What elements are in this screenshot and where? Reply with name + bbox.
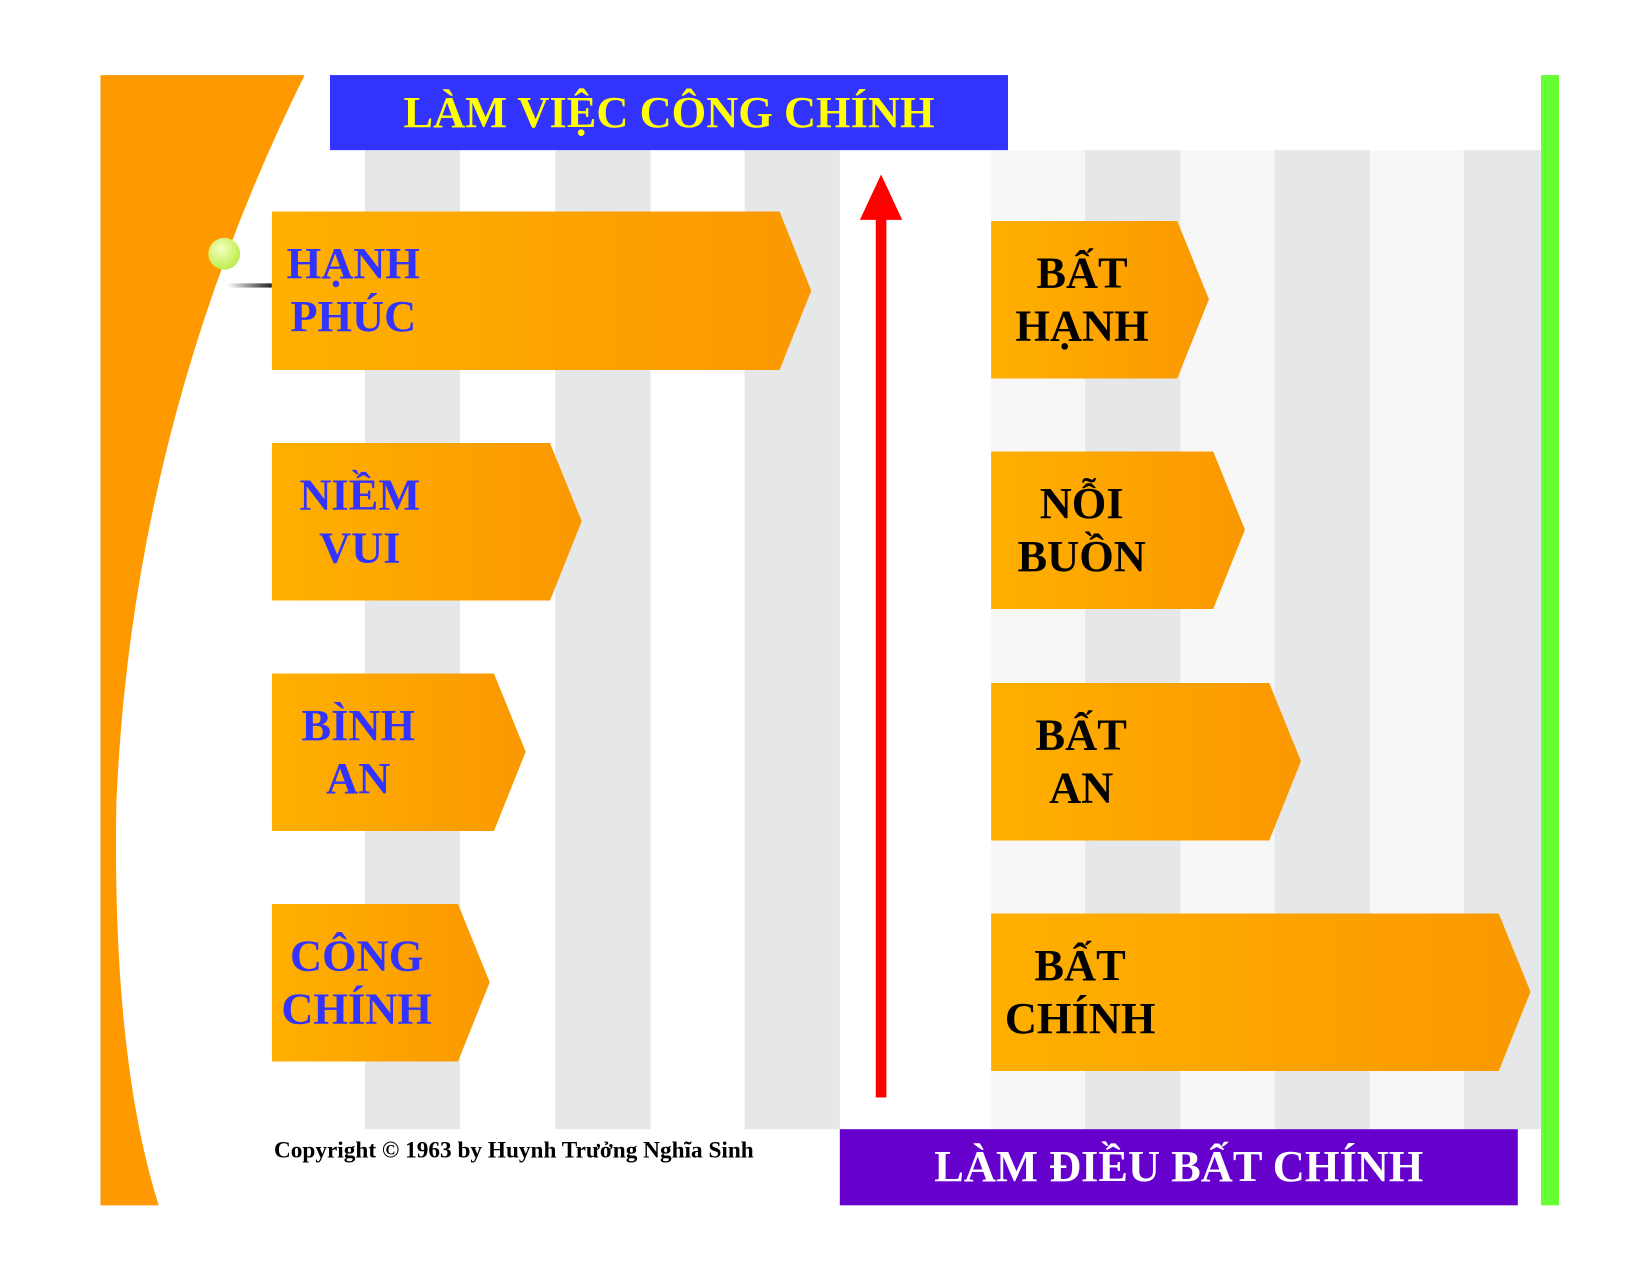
item-binh-an: BÌNH AN: [271, 673, 526, 832]
item-niem-vui: NIỀM VUI: [271, 443, 582, 601]
item-label: NIỀM VUI: [299, 471, 421, 573]
item-bat-an: BẤT AN: [991, 683, 1301, 841]
item-label: BẤT CHÍNH: [1004, 941, 1156, 1044]
copyright-text: Copyright © 1963 by Huynh Trưởng Nghĩa S…: [273, 1136, 754, 1164]
connector-line: [227, 283, 272, 288]
item-label: CÔNG CHÍNH: [281, 932, 432, 1034]
green-dot-bullet: [208, 237, 241, 270]
green-border-bar: [1541, 75, 1560, 1206]
item-label: BẤT AN: [1035, 711, 1127, 813]
red-up-arrow-icon: [859, 174, 903, 1098]
item-bat-chinh: BẤT CHÍNH: [991, 913, 1531, 1072]
item-bat-hanh: BẤT HẠNH: [991, 220, 1209, 379]
bottom-banner: LÀM ĐIỀU BẤT CHÍNH: [839, 1129, 1518, 1206]
top-banner: LÀM VIỆC CÔNG CHÍNH: [330, 75, 1008, 151]
item-label: BẤT HẠNH: [1015, 248, 1149, 351]
item-label: HẠNH PHÚC: [286, 240, 420, 342]
item-label: BÌNH AN: [301, 701, 415, 804]
item-label: NỖI BUỒN: [1017, 479, 1146, 581]
item-hanh-phuc: HẠNH PHÚC: [271, 211, 812, 371]
item-noi-buon: NỖI BUỒN: [991, 451, 1245, 610]
item-cong-chinh: CÔNG CHÍNH: [271, 903, 490, 1062]
